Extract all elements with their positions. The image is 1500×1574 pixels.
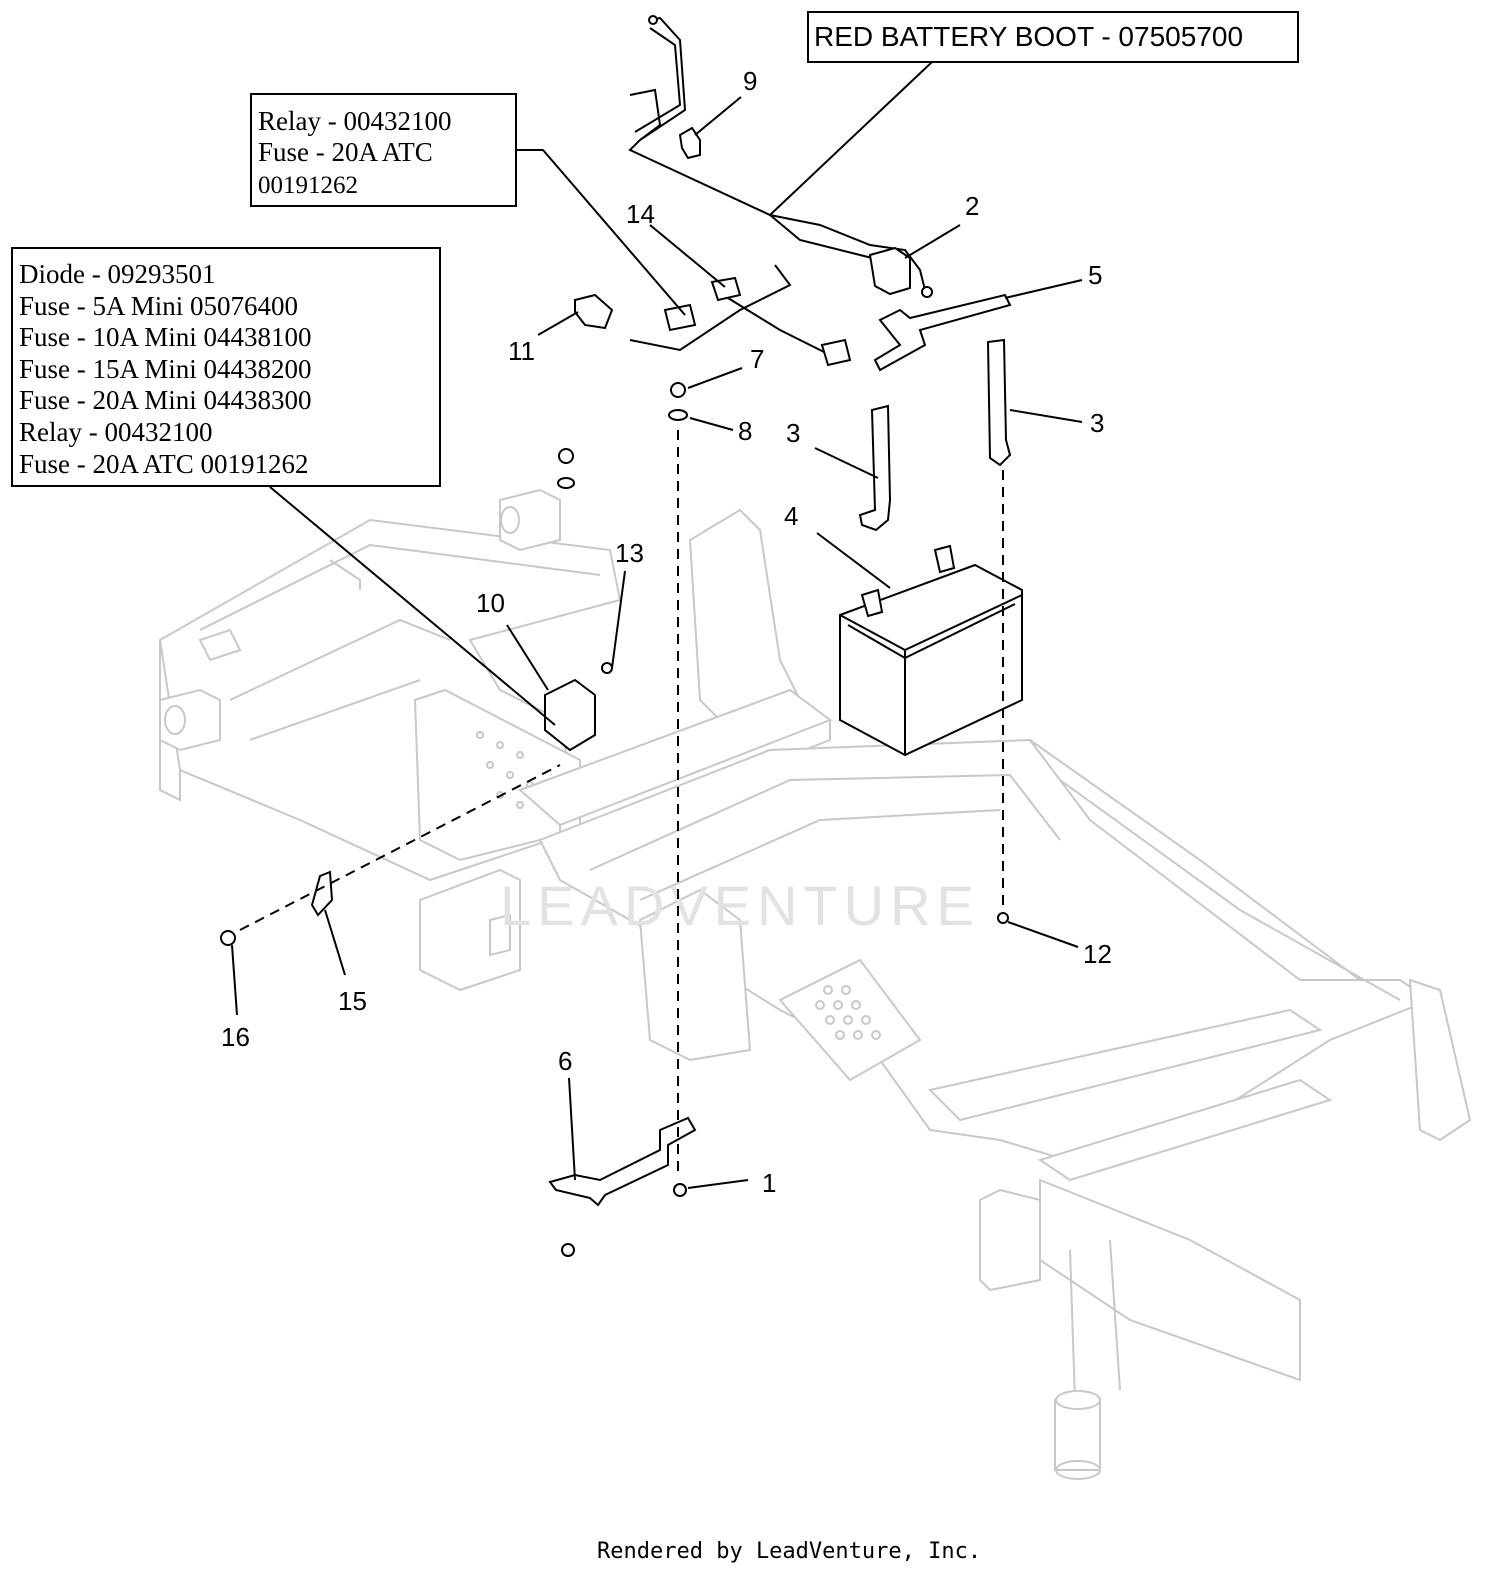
- callout-13: 13: [615, 538, 644, 568]
- nut-12: [997, 912, 1009, 924]
- hold-down-bracket: [873, 293, 1012, 372]
- battery-cable: [628, 15, 933, 298]
- callout-11: 11: [508, 336, 535, 366]
- watermark: LEADVENTURE: [500, 874, 980, 937]
- footer-credit: Rendered by LeadVenture, Inc.: [597, 1539, 981, 1564]
- nut-7: [670, 382, 686, 398]
- leader-lines: [231, 61, 1083, 1189]
- diode-fuse-callout: Diode - 09293501 Fuse - 5A Mini 05076400…: [11, 247, 441, 487]
- mower-frame: [158, 488, 1472, 1480]
- callout-2: 2: [965, 191, 979, 221]
- washer-top: [557, 477, 575, 489]
- washer-8: [668, 409, 688, 421]
- nut-top: [558, 448, 574, 464]
- callout-12: 12: [1083, 939, 1112, 969]
- diode-line-3: Fuse - 10A Mini 04438100: [19, 322, 312, 352]
- j-bolt-right: [986, 338, 1012, 467]
- diode-line-1: Diode - 09293501: [19, 259, 215, 289]
- callout-5: 5: [1088, 260, 1102, 290]
- callout-8: 8: [738, 416, 752, 446]
- wire-harness: [629, 264, 852, 367]
- fuse-relay-module: [544, 678, 596, 752]
- bolt-13: [601, 662, 613, 674]
- clip-15: [310, 870, 334, 917]
- callout-7: 7: [750, 344, 764, 374]
- relay-line-3: 00191262: [258, 172, 358, 199]
- callout-9: 9: [743, 66, 757, 96]
- j-bolt-left: [858, 404, 892, 532]
- relay-line-2: Fuse - 20A ATC: [258, 137, 433, 167]
- callout-numbers: 9 2 14 5 11 7 8 3 3 4 13 10 12 15 16 6 1: [221, 66, 1112, 1198]
- bolt-1: [673, 1183, 687, 1197]
- bolt-16: [220, 930, 236, 946]
- diode-line-7: Fuse - 20A ATC 00191262: [19, 449, 309, 479]
- callout-1: 1: [762, 1168, 776, 1198]
- callout-14: 14: [626, 199, 655, 229]
- callout-6: 6: [558, 1046, 572, 1076]
- battery: [839, 544, 1023, 757]
- callout-10: 10: [476, 588, 505, 618]
- battery-boot-label: RED BATTERY BOOT - 07505700: [814, 21, 1243, 52]
- callout-4: 4: [784, 501, 798, 531]
- bolt-lower: [561, 1243, 575, 1257]
- callout-15: 15: [338, 986, 367, 1016]
- relay-fuse-callout: Relay - 00432100 Fuse - 20A ATC 00191262: [250, 93, 517, 207]
- assembly-lines: [239, 430, 1004, 1175]
- callout-3-right: 3: [1090, 408, 1104, 438]
- relay-line-1: Relay - 00432100: [258, 106, 451, 136]
- diode-line-4: Fuse - 15A Mini 04438200: [19, 354, 312, 384]
- terminal-plug: [574, 293, 614, 330]
- callout-3-left: 3: [786, 418, 800, 448]
- diode-line-2: Fuse - 5A Mini 05076400: [19, 291, 298, 321]
- mounting-bracket: [548, 1116, 697, 1207]
- diode-line-5: Fuse - 20A Mini 04438300: [19, 385, 312, 415]
- callout-16: 16: [221, 1022, 250, 1052]
- battery-boot-callout: RED BATTERY BOOT - 07505700: [807, 11, 1299, 63]
- cable-clip: [678, 126, 701, 160]
- diode-line-6: Relay - 00432100: [19, 417, 212, 447]
